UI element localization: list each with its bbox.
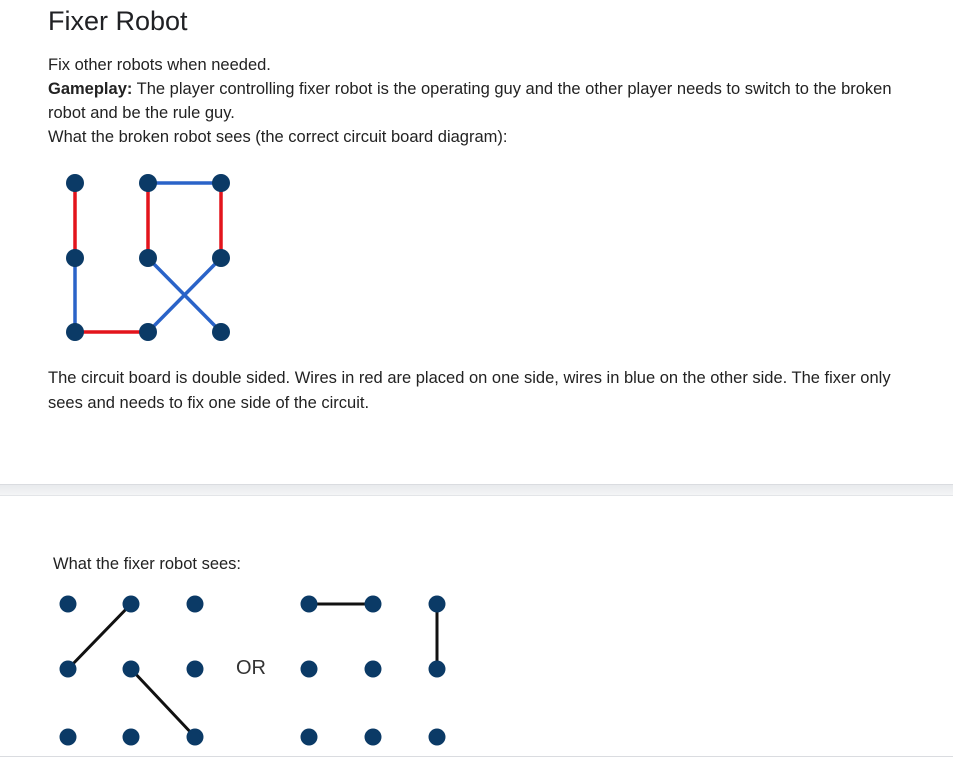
intro-paragraph: Fix other robots when needed. Gameplay: … (48, 53, 928, 149)
fixer-robot-caption: What the fixer robot sees: (53, 555, 242, 573)
circuit-node (59, 660, 77, 678)
circuit-node (59, 595, 77, 613)
gameplay-line: Gameplay: The player controlling fixer r… (48, 77, 928, 125)
circuit-node (364, 595, 382, 613)
circuit-node (66, 249, 84, 267)
circuit-node (139, 249, 157, 267)
circuit-node (212, 174, 230, 192)
wire-black (66, 602, 133, 671)
circuit-node (139, 323, 157, 341)
circuit-node (186, 728, 204, 746)
circuit-node (428, 595, 446, 613)
circuit-node (428, 728, 446, 746)
circuit-node (139, 174, 157, 192)
circuit-node (364, 728, 382, 746)
circuit-node (122, 595, 140, 613)
document-section-1: Fixer Robot Fix other robots when needed… (48, 6, 928, 412)
section-divider (0, 484, 953, 496)
circuit-node (300, 728, 318, 746)
wire-black (129, 667, 197, 739)
circuit-node (300, 595, 318, 613)
correct-circuit-diagram (66, 174, 230, 341)
circuit-node (186, 595, 204, 613)
circuit-node (59, 728, 77, 746)
gameplay-label: Gameplay: (48, 80, 133, 98)
description-paragraph: The circuit board is double sided. Wires… (48, 369, 891, 412)
circuit-node (212, 249, 230, 267)
circuit-node (122, 728, 140, 746)
gameplay-text: The player controlling fixer robot is th… (48, 80, 892, 122)
page-title: Fixer Robot (48, 6, 188, 36)
intro-line: Fix other robots when needed. (48, 56, 271, 74)
circuit-node (428, 660, 446, 678)
circuit-node (364, 660, 382, 678)
wire-blue (146, 256, 223, 334)
circuit-node (212, 323, 230, 341)
circuit-node (300, 660, 318, 678)
circuit-node (66, 174, 84, 192)
circuit-node (186, 660, 204, 678)
bottom-divider (0, 756, 953, 757)
or-label: OR (236, 657, 266, 679)
circuit-node (122, 660, 140, 678)
broken-robot-caption: What the broken robot sees (the correct … (48, 128, 508, 146)
circuit-node (66, 323, 84, 341)
